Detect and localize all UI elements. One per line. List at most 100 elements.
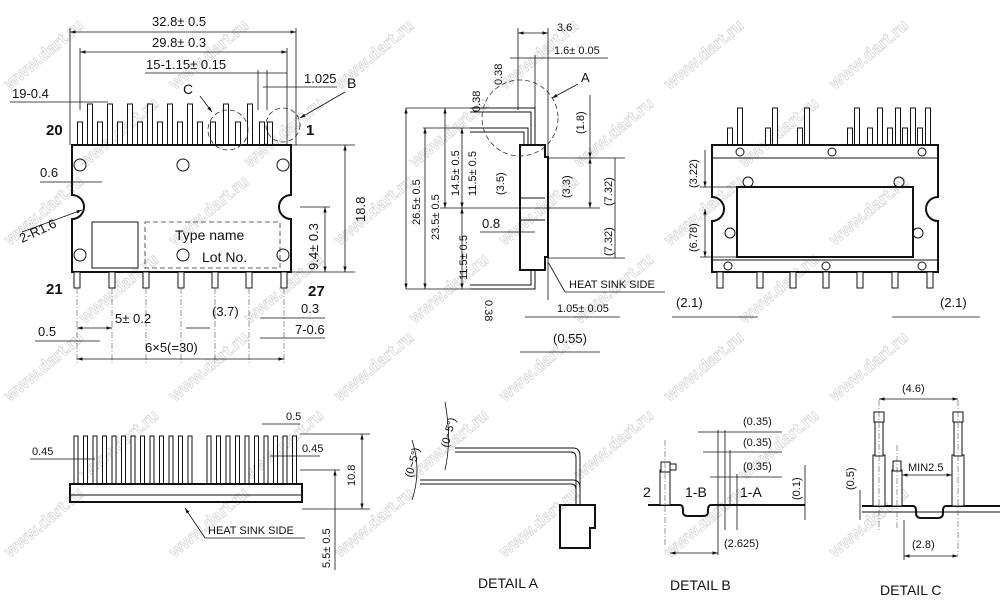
- watermark-text: www.dart.ru: [495, 484, 583, 562]
- back-holes: [723, 147, 927, 271]
- lead-fin: [102, 435, 107, 485]
- dim-5-5: 5.5± 0.5: [321, 528, 333, 568]
- back-bottom-lead: [891, 271, 899, 289]
- back-top-lead: [902, 127, 908, 146]
- detail-c-circle: [207, 109, 249, 151]
- watermark-text: www.dart.ru: [330, 484, 418, 562]
- watermark-text: www.dart.ru: [735, 250, 823, 328]
- lead-fin: [244, 435, 250, 485]
- pin-21-label: 21: [46, 281, 63, 298]
- lead-fin: [235, 435, 240, 485]
- top-lead: [247, 103, 253, 146]
- back-top-lead: [765, 127, 771, 146]
- dim-7-32-top: (7.32): [603, 177, 615, 206]
- dim-7-32-bottom: (7.32): [603, 227, 615, 256]
- lead-fins: [73, 435, 297, 485]
- top-lead: [117, 121, 123, 146]
- dim-1-6: 1.6± 0.05: [554, 45, 600, 57]
- detail-b-reference: B: [347, 75, 356, 91]
- watermark-text: www.dart.ru: [825, 172, 913, 250]
- dim-3-7: (3.7): [212, 304, 239, 319]
- marking-square: [91, 221, 139, 269]
- lead-fin: [225, 435, 231, 485]
- dim-4-6: (4.6): [902, 383, 925, 395]
- dim-0-55: (0.55): [553, 331, 587, 346]
- dim-0-35-3: (0.35): [743, 461, 772, 473]
- dim-total-pitch: 6×5(=30): [145, 340, 198, 355]
- back-top-lead: [887, 127, 893, 146]
- dim-notch-height: 9.4± 0.3: [306, 223, 321, 270]
- dim-offset: 1.025: [304, 71, 337, 86]
- bottom-lead: [142, 271, 150, 289]
- top-lead: [177, 121, 183, 146]
- pin-1b-label: 1-B: [685, 484, 707, 500]
- watermark-text: www.dart.ru: [0, 328, 87, 406]
- bottom-lead: [73, 271, 81, 289]
- heat-sink-plate: [736, 186, 914, 258]
- dim-26-5: 26.5± 0.5: [411, 179, 423, 225]
- back-top-lead: [877, 107, 883, 146]
- lead-fin: [263, 435, 269, 485]
- top-lead: [187, 103, 193, 146]
- lead-fin: [206, 435, 212, 485]
- dim-23-5: 23.5± 0.5: [430, 194, 442, 240]
- watermark-text: www.dart.ru: [330, 172, 418, 250]
- pin-20-label: 20: [46, 122, 63, 139]
- dim-min-2-5: MIN2.5: [908, 462, 943, 474]
- top-lead: [107, 103, 113, 146]
- back-top-lead: [910, 107, 916, 146]
- dim-2-1-right: (2.1): [940, 295, 967, 310]
- dim-3-22: (3.22): [688, 159, 700, 188]
- watermark-text: www.dart.ru: [330, 328, 418, 406]
- back-top-lead: [847, 127, 853, 146]
- top-lead: [127, 103, 133, 146]
- lead-fin: [140, 435, 145, 485]
- detail-a-title: DETAIL A: [478, 575, 539, 591]
- pin-2-label: 2: [643, 484, 651, 500]
- dim-1-8: (1.8): [575, 111, 587, 134]
- detail-a-circle: [481, 79, 559, 157]
- back-top-lead: [804, 107, 810, 146]
- top-lead: [147, 103, 153, 146]
- back-top-lead: [854, 107, 860, 146]
- mounting-holes: [73, 158, 290, 262]
- back-top-lead: [895, 107, 901, 146]
- dim-0-8: 0.8: [482, 216, 500, 231]
- lead-fin: [121, 435, 126, 485]
- lead-fin: [159, 435, 164, 485]
- back-top-lead: [797, 127, 803, 146]
- heat-sink-side-label: HEAT SINK SIDE: [569, 279, 655, 291]
- dim-1-05: 1.05± 0.05: [557, 303, 609, 315]
- back-top-lead: [867, 127, 873, 146]
- detail-b: (0.35) (0.35) (0.35) 2 1-B 1-A (0.1) (2.…: [643, 416, 806, 593]
- lead-fin: [178, 435, 183, 485]
- bottom-view: 0.45 0.5 0.45 10.8 5.5± 0.5 HEAT SINK SI…: [30, 411, 370, 570]
- marking-area: [144, 221, 281, 269]
- dim-10-8: 10.8: [346, 465, 358, 486]
- top-lead: [167, 103, 173, 146]
- dim-2-1-left: (2.1): [676, 295, 703, 310]
- dim-0-5: 0.5: [286, 411, 301, 423]
- back-bottom-lead: [856, 271, 864, 289]
- dim-lead-width-bottom: 7-0.6: [295, 322, 325, 337]
- marking-type-name: Type name: [175, 227, 244, 243]
- dim-11-5-top: 11.5± 0.5: [467, 151, 479, 196]
- dim-0-45-left: 0.45: [32, 446, 53, 458]
- bottom-body: [69, 483, 303, 503]
- dim-2-8: (2.8): [912, 539, 935, 551]
- dim-14-5: 14.5± 0.5: [450, 150, 462, 196]
- heat-sink-side-label: HEAT SINK SIDE: [208, 525, 294, 537]
- dim-0-38-b: 0.38: [493, 64, 505, 85]
- back-top-lead: [772, 107, 778, 146]
- side-lead-middle: [470, 127, 529, 145]
- watermark-text: www.dart.ru: [330, 16, 418, 94]
- dim-lead-width-top: 19-0.4: [12, 86, 49, 101]
- dim-pitch-top: 15-1.15± 0.15: [146, 57, 226, 72]
- pin-27-label: 27: [308, 283, 325, 300]
- back-bottom-lead: [789, 271, 797, 289]
- watermark-text: www.dart.ru: [660, 328, 748, 406]
- dim-overall-width: 32.8± 0.5: [152, 14, 206, 29]
- marking-lot-no: Lot No.: [202, 249, 247, 265]
- bottom-lead: [280, 271, 288, 289]
- lead-fin: [73, 435, 79, 485]
